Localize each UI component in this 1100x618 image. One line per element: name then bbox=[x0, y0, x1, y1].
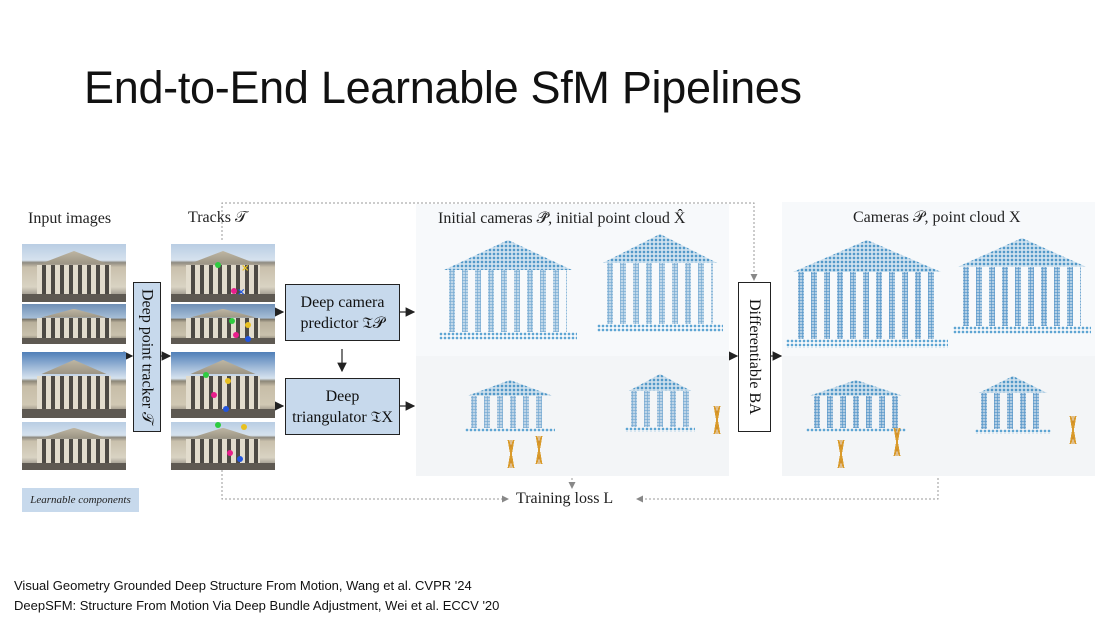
camera-trace-3 bbox=[708, 406, 726, 434]
camera-trace-4 bbox=[832, 440, 850, 468]
tracks-image-3 bbox=[171, 352, 275, 418]
reference-1: Visual Geometry Grounded Deep Structure … bbox=[14, 578, 472, 593]
references: Visual Geometry Grounded Deep Structure … bbox=[14, 576, 499, 616]
deep-triangulator-box: Deep triangulator 𝔗X bbox=[285, 378, 400, 435]
loss-right-dotted-path bbox=[636, 478, 939, 503]
reference-2: DeepSFM: Structure From Motion Via Deep … bbox=[14, 598, 500, 613]
input-images-label: Input images bbox=[28, 210, 112, 227]
initial-temple-lower-right bbox=[625, 374, 695, 432]
input-image-4 bbox=[22, 422, 126, 470]
camera-trace-6 bbox=[1064, 416, 1082, 444]
learnable-components-legend: Learnable components bbox=[22, 488, 139, 512]
camera-predictor-line1: Deep camera bbox=[300, 293, 385, 311]
initial-cloud-lower-panel bbox=[416, 356, 729, 476]
triangulator-line2: triangulator 𝔗X bbox=[292, 408, 393, 426]
camera-trace-2 bbox=[530, 436, 548, 464]
final-cloud-label: Cameras 𝒫, point cloud X bbox=[853, 209, 1021, 227]
differentiable-ba-box: Differentiable BA bbox=[738, 282, 771, 432]
tracks-image-2 bbox=[171, 304, 275, 344]
deep-camera-predictor-box: Deep camera predictor 𝔗𝒫 bbox=[285, 284, 400, 341]
tracks-image-1: × × bbox=[171, 244, 275, 302]
final-temple-right bbox=[952, 238, 1092, 334]
initial-temple-left bbox=[438, 240, 578, 340]
initial-cloud-upper-panel bbox=[416, 204, 729, 356]
training-loss-label: Training loss L bbox=[516, 490, 614, 508]
input-image-1 bbox=[22, 244, 126, 302]
final-cloud-lower-panel bbox=[782, 356, 1095, 476]
loss-left-dotted-path bbox=[221, 470, 509, 503]
final-temple-left bbox=[786, 240, 948, 348]
deep-point-tracker-box: Deep point tracker 𝒯 bbox=[133, 282, 161, 432]
initial-temple-right bbox=[597, 234, 723, 332]
final-temple-lower-left bbox=[806, 380, 906, 432]
initial-cloud-label: Initial cameras 𝒫̂, initial point cloud … bbox=[438, 210, 686, 228]
tracks-label: Tracks 𝒯 bbox=[188, 209, 248, 226]
final-temple-lower-right bbox=[975, 376, 1051, 434]
differentiable-ba-label: Differentiable BA bbox=[746, 299, 763, 415]
input-image-2 bbox=[22, 304, 126, 344]
input-image-3 bbox=[22, 352, 126, 418]
final-cloud-upper-panel bbox=[782, 202, 1095, 356]
slide-title: End-to-End Learnable SfM Pipelines bbox=[84, 62, 802, 113]
tracks-image-4 bbox=[171, 422, 275, 470]
camera-predictor-line2: predictor 𝔗𝒫 bbox=[300, 314, 385, 332]
triangulator-line1: Deep bbox=[325, 387, 360, 405]
camera-trace-5 bbox=[888, 428, 906, 456]
deep-point-tracker-label: Deep point tracker 𝒯 bbox=[138, 289, 156, 425]
camera-trace-1 bbox=[502, 440, 520, 468]
initial-temple-lower-left bbox=[464, 380, 556, 432]
